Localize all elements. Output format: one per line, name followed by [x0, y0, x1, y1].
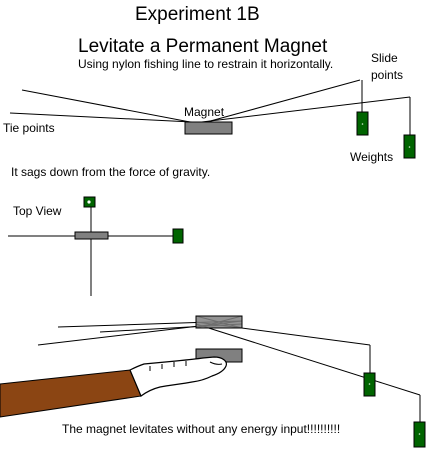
- caption-top: Using nylon fishing line to restrain it …: [78, 57, 334, 71]
- top-view: [8, 196, 184, 296]
- side-view-sagging: [9, 79, 416, 159]
- lev-weight-1-dot: [368, 383, 371, 385]
- side-view-levitating: [0, 315, 426, 448]
- title: Experiment 1B: [135, 4, 260, 25]
- weight-2-dot: [408, 146, 411, 148]
- magnet-label: Magnet: [184, 105, 225, 119]
- slide-points-label-line2: points: [371, 68, 404, 82]
- tie-points-label: Tie points: [3, 121, 55, 135]
- hand: [129, 356, 227, 397]
- lev-slide-line-2: [195, 323, 421, 396]
- caption-bottom: The magnet levitates without any energy …: [62, 422, 341, 436]
- subtitle: Levitate a Permanent Magnet: [78, 36, 328, 57]
- caption-sag: It sags down from the force of gravity.: [11, 165, 211, 179]
- lev-weight-2-dot: [418, 433, 421, 435]
- top-view-magnet: [74, 231, 109, 240]
- top-view-label: Top View: [13, 204, 62, 218]
- hand-fingers: [149, 361, 223, 371]
- top-view-weight-top-dot: [87, 200, 91, 204]
- slide-points-label-line1: Slide: [371, 51, 398, 65]
- weight-1-dot: [361, 123, 364, 125]
- levitating-magnet: [195, 315, 243, 329]
- arm-sleeve: [0, 369, 142, 418]
- weights-label: Weights: [350, 150, 394, 164]
- top-view-weight-right: [172, 228, 184, 244]
- slide-line-lower-right: [184, 96, 411, 125]
- magnet-sagging: [184, 121, 233, 135]
